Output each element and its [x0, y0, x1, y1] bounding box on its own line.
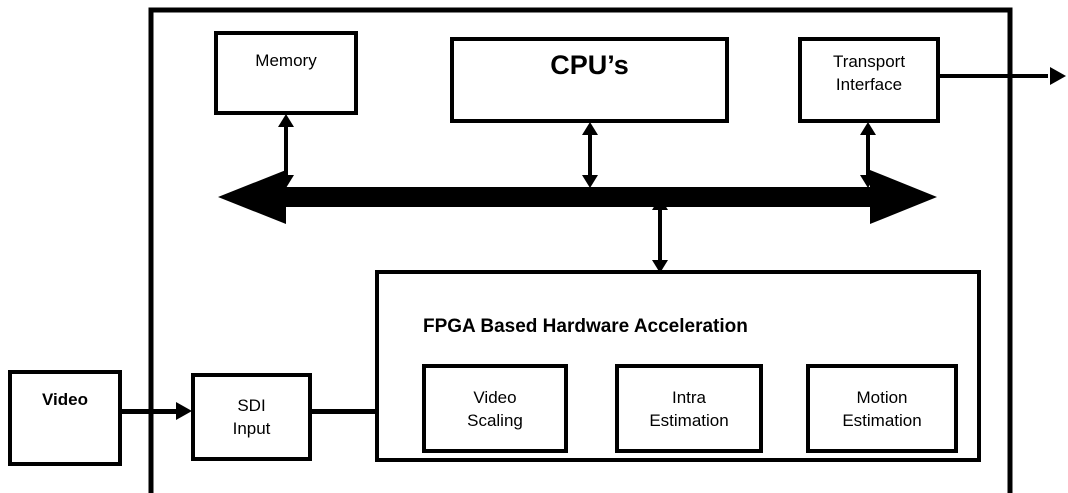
motion-estimation-label: Motion Estimation — [842, 387, 922, 430]
fpga-bus-link — [652, 197, 668, 273]
transport-label: Transport Interface — [832, 52, 906, 94]
video-source-block: Video — [8, 370, 122, 466]
system-bus — [218, 170, 937, 224]
memory-block: Memory — [214, 31, 358, 115]
sdi-input-block: SDI Input — [191, 373, 312, 461]
transport-bus-link — [860, 122, 876, 188]
fpga-title: FPGA Based Hardware Acceleration — [423, 316, 748, 337]
video-to-sdi-arrow — [120, 402, 192, 420]
video-label: Video — [42, 390, 88, 409]
transport-interface-block: Transport Interface — [798, 37, 940, 123]
memory-bus-link — [278, 114, 294, 188]
cpu-label: CPU’s — [550, 50, 629, 80]
system-enclosure — [148, 7, 1013, 493]
intra-estimation-block: Intra Estimation — [615, 364, 763, 453]
motion-estimation-block: Motion Estimation — [806, 364, 958, 453]
video-scaling-block: Video Scaling — [422, 364, 568, 453]
cpu-bus-link — [582, 122, 598, 188]
transport-output-arrow — [940, 67, 1066, 85]
video-scaling-label: Video Scaling — [467, 387, 523, 430]
intra-estimation-label: Intra Estimation — [649, 387, 729, 430]
cpu-block: CPU’s — [450, 37, 729, 123]
sdi-label: SDI Input — [232, 396, 271, 438]
memory-label: Memory — [255, 51, 317, 70]
